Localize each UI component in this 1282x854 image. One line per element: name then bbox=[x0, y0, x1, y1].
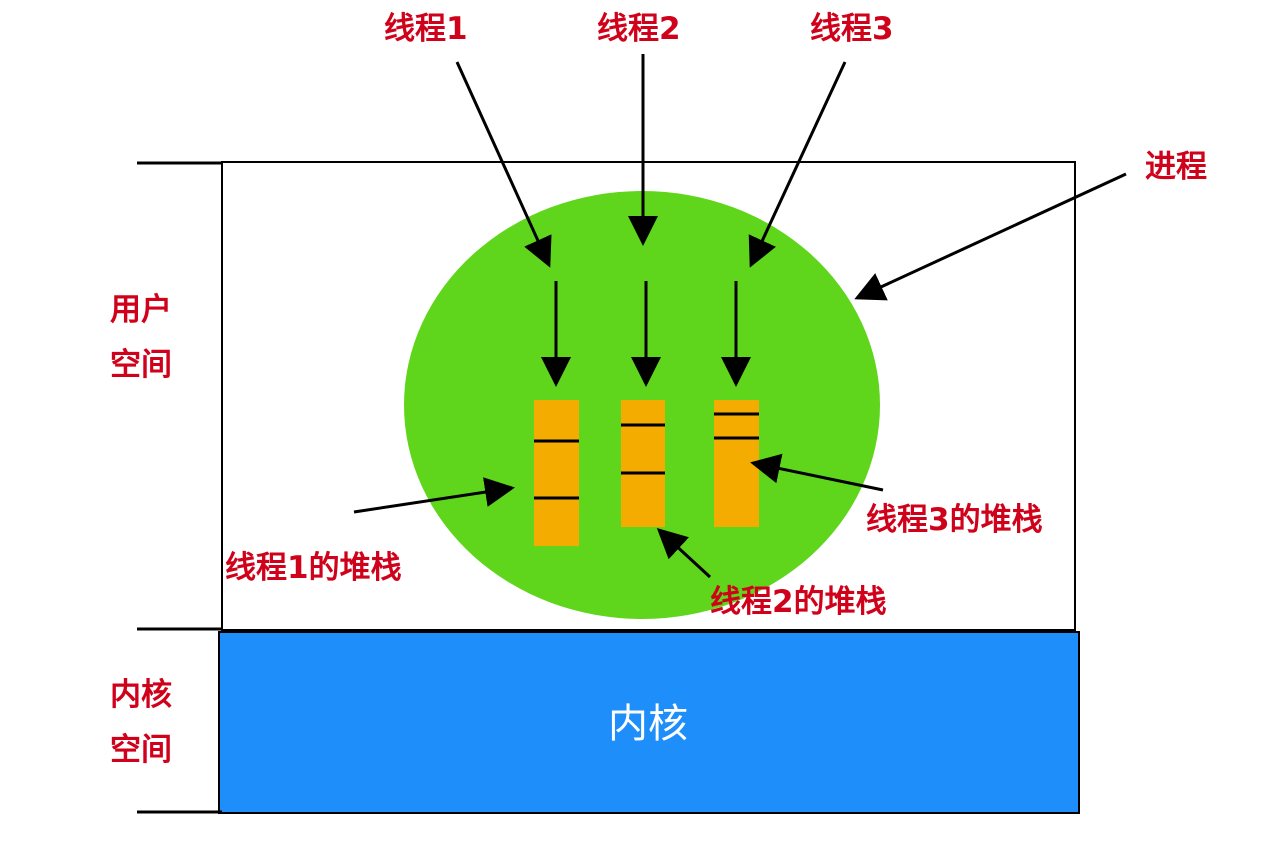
thread1-label: 线程1 bbox=[384, 11, 468, 47]
thread1-stack bbox=[534, 400, 579, 546]
kernel-label: 内核 bbox=[608, 701, 688, 747]
stack2-arrow bbox=[656, 527, 712, 579]
kernel-space-label: 空间 bbox=[110, 732, 172, 768]
user-space-label: 空间 bbox=[110, 347, 172, 383]
stack3-arrow bbox=[750, 453, 884, 492]
process-label: 进程 bbox=[1145, 149, 1207, 185]
thread1-arrow bbox=[455, 61, 552, 268]
thread2-stack bbox=[621, 400, 665, 527]
stack2-label: 线程2的堆栈 bbox=[710, 584, 887, 620]
thread3-arrow bbox=[748, 61, 847, 268]
process-arrow bbox=[854, 172, 1127, 301]
kernel-box bbox=[218, 631, 1080, 814]
stack3-label: 线程3的堆栈 bbox=[866, 502, 1043, 538]
thread2-label: 线程2 bbox=[597, 11, 681, 47]
stack1-label: 线程1的堆栈 bbox=[225, 550, 402, 586]
thread3-stack bbox=[714, 400, 759, 527]
user-space-label: 用户 bbox=[110, 292, 172, 328]
thread3-label: 线程3 bbox=[810, 11, 894, 47]
stack1-arrow bbox=[353, 477, 515, 514]
kernel-space-label: 内核 bbox=[110, 677, 172, 713]
